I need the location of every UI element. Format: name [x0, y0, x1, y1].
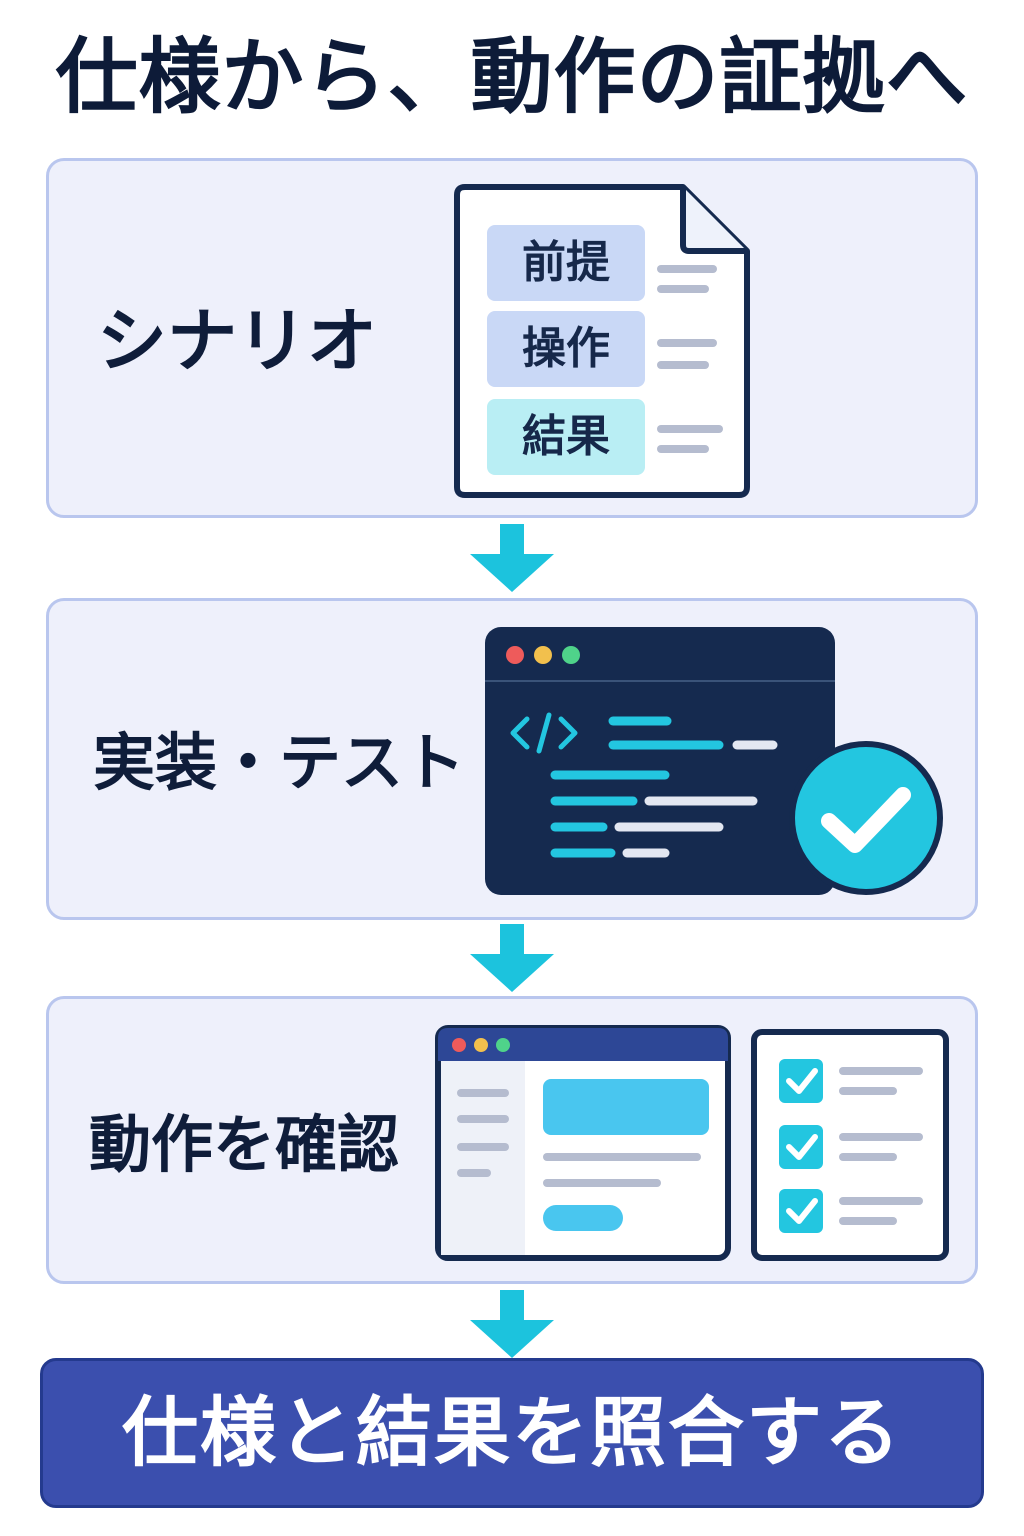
scenario-row-action: 操作 — [487, 311, 645, 387]
step-label-scenario: シナリオ — [97, 300, 377, 382]
page-title: 仕様から、動作の証拠へ — [55, 30, 969, 125]
step-label-implementation: 実装・テスト — [93, 726, 466, 799]
step-label-verification: 動作を確認 — [89, 1108, 400, 1181]
arrow-down-icon — [470, 524, 554, 592]
scenario-row-result: 結果 — [487, 399, 645, 475]
browser-window-icon — [435, 1025, 731, 1261]
checklist-icon — [751, 1029, 949, 1261]
scenario-row-precondition: 前提 — [487, 225, 645, 301]
check-circle-icon — [789, 741, 943, 895]
code-window-icon — [485, 627, 835, 895]
step-panel-scenario: シナリオ 前提 操作 結果 — [46, 158, 978, 518]
step-panel-verification: 動作を確認 — [46, 996, 978, 1284]
step-panel-implementation: 実装・テスト — [46, 598, 978, 920]
final-step-banner: 仕様と結果を照合する — [40, 1358, 984, 1508]
arrow-down-icon — [470, 1290, 554, 1358]
arrow-down-icon — [470, 924, 554, 992]
